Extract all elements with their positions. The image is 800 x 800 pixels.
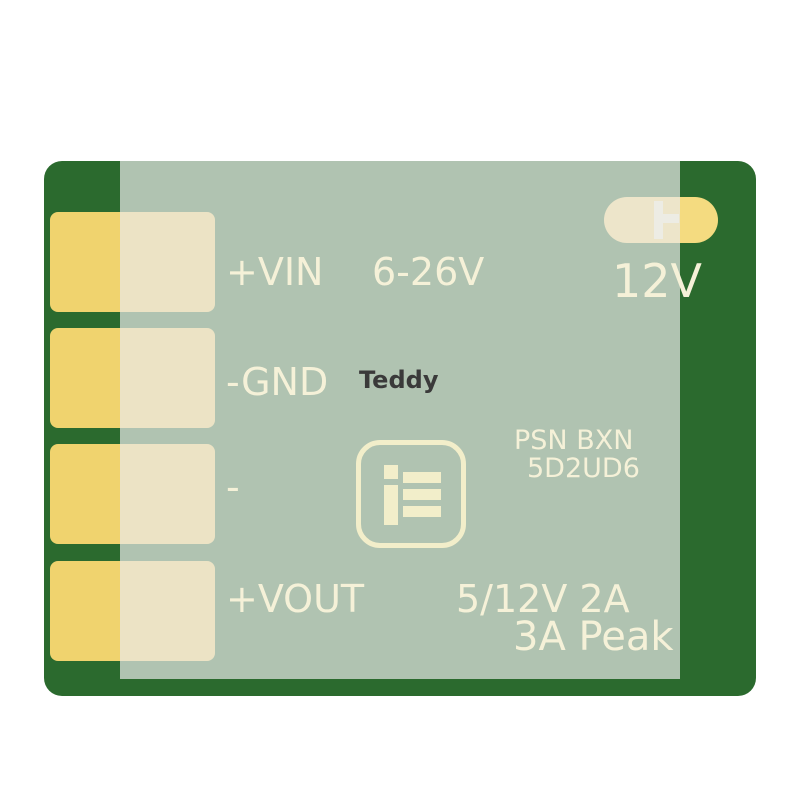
peak-rating-label: 3A Peak <box>513 614 674 660</box>
pin-label-vin: +VIN <box>226 250 324 294</box>
part-code-line1: PSN BXN <box>514 425 634 456</box>
pin-label-gnd: -GND <box>226 360 329 404</box>
output-rating-label: 5/12V 2A <box>456 577 630 621</box>
watermark-text: Teddy <box>359 366 439 394</box>
pin-label-vout: +VOUT <box>226 577 365 621</box>
translucent-overlay <box>120 161 680 679</box>
part-code-line2: 5D2UD6 <box>527 453 640 484</box>
input-range-label: 6-26V <box>372 250 485 294</box>
pin-label-minus: - <box>226 465 240 509</box>
voltage-label: 12V <box>612 254 703 308</box>
ie-logo-icon <box>356 440 466 548</box>
